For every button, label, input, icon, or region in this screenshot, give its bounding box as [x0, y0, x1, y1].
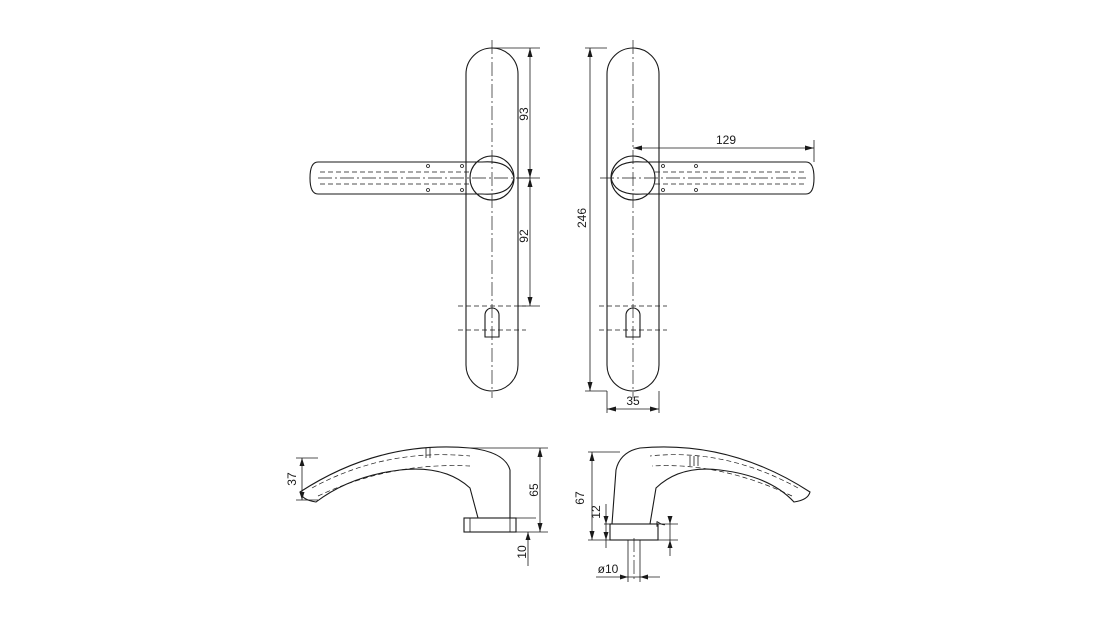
- backplate-left: [465, 40, 540, 398]
- dimension-10: 10: [515, 517, 536, 566]
- dim-label-10: 10: [515, 545, 529, 559]
- front-view-left: 93 92: [309, 40, 540, 398]
- dim-label-7: 7: [654, 520, 668, 527]
- dimension-129: 129: [633, 133, 815, 162]
- dim-label-65: 65: [527, 483, 541, 497]
- dimension-phi10: ø10: [596, 552, 660, 582]
- lever-arm-side-left: [299, 446, 511, 519]
- lever-right: [600, 155, 815, 201]
- front-view-right: 246 129 35: [575, 40, 815, 413]
- dimension-37: 37: [285, 457, 318, 501]
- dimension-246: 246: [575, 48, 593, 391]
- side-view-right: 67 12 7 ø10: [573, 446, 811, 582]
- lever-arm-side-right: [611, 446, 811, 525]
- rose-side-right: [609, 523, 659, 580]
- keyhole-right: [599, 305, 667, 338]
- dim-label-93: 93: [517, 107, 531, 121]
- dimension-93: 93: [517, 48, 533, 178]
- lever-left: [309, 155, 530, 201]
- dimension-35: 35: [606, 391, 660, 413]
- dim-label-35: 35: [626, 394, 640, 408]
- dim-label-246: 246: [575, 208, 589, 228]
- rose-side-left: [463, 517, 517, 533]
- dim-label-phi10: ø10: [598, 562, 619, 576]
- side-view-left: 37 65 10: [285, 446, 548, 566]
- dim-label-67: 67: [573, 491, 587, 505]
- backplate-right: [585, 40, 660, 398]
- keyhole-left: [458, 305, 526, 338]
- dimension-67: 67: [573, 451, 620, 541]
- dimension-7: 7: [654, 516, 678, 556]
- dim-label-37: 37: [285, 472, 299, 486]
- dimension-65: 65: [470, 447, 548, 533]
- dim-label-12: 12: [589, 505, 603, 519]
- dim-label-129: 129: [716, 133, 736, 147]
- dimension-12: 12: [589, 504, 610, 548]
- dimension-92: 92: [517, 178, 533, 306]
- dim-label-92: 92: [517, 229, 531, 243]
